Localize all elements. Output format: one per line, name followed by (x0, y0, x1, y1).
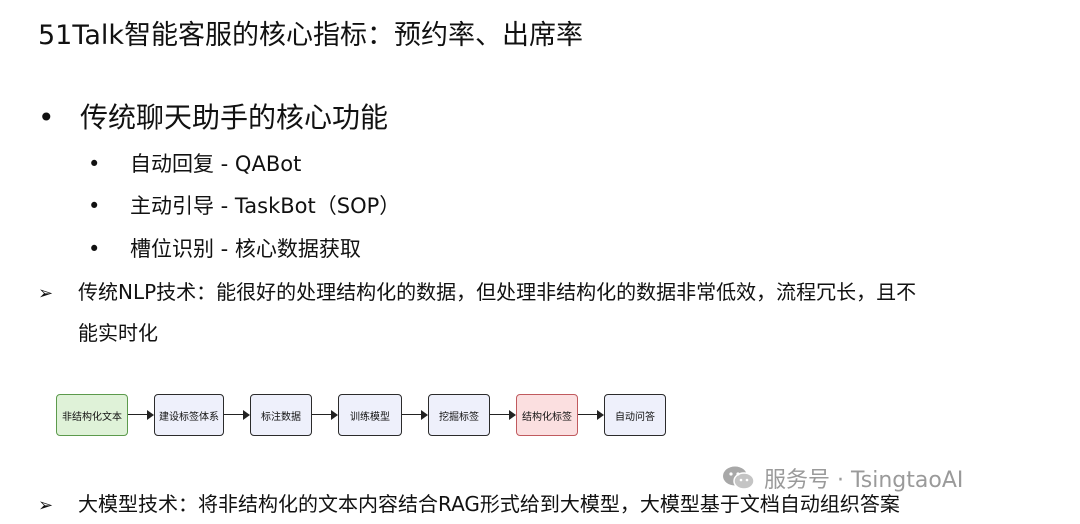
flow-arrow-icon (224, 410, 250, 420)
flow-box-annotate-data: 标注数据 (250, 394, 312, 436)
flow-box-label: 自动问答 (615, 411, 655, 423)
flow-arrow-icon (490, 410, 516, 420)
sub-item-text: 主动引导 - TaskBot（SOP） (130, 194, 401, 218)
flow-arrow-icon (402, 410, 428, 420)
watermark: 服务号 · TsingtaoAI (722, 462, 963, 494)
flow-box-label: 非结构化文本 (62, 411, 122, 423)
bullet-symbol: • (88, 152, 101, 176)
llm-point-text: 大模型技术：将非结构化的文本内容结合RAG形式给到大模型，大模型基于文档自动组织… (78, 492, 900, 516)
wechat-icon (723, 466, 755, 490)
nlp-point-line2: 能实时化 (78, 321, 158, 345)
process-flow: 非结构化文本 建设标签体系 标注数据 训练模型 挖掘标签 结构化标签 自动问答 (56, 393, 666, 437)
arrow-bullet-icon: ➢ (38, 495, 54, 516)
flow-box-label: 标注数据 (261, 411, 301, 423)
nlp-point-line1: 传统NLP技术：能很好的处理结构化的数据，但处理非结构化的数据非常低效，流程冗长… (78, 280, 917, 304)
arrow-bullet-icon: ➢ (38, 283, 54, 304)
flow-arrow-icon (128, 410, 154, 420)
flow-box-label: 结构化标签 (522, 411, 572, 423)
sub-item-text: 自动回复 - QABot (130, 152, 302, 176)
flow-box-unstructured-text: 非结构化文本 (56, 394, 128, 436)
flow-box-label: 挖掘标签 (439, 411, 479, 423)
watermark-text: 服务号 · TsingtaoAI (764, 468, 964, 493)
sub-item-auto-reply: • 自动回复 - QABot (88, 148, 301, 178)
sub-item-text: 槽位识别 - 核心数据获取 (130, 237, 361, 261)
flow-box-auto-qa: 自动问答 (604, 394, 666, 436)
page-title: 51Talk智能客服的核心指标：预约率、出席率 (38, 20, 584, 51)
bullet-symbol: • (88, 194, 101, 218)
flow-box-build-tag-system: 建设标签体系 (154, 394, 224, 436)
bullet-symbol: • (88, 237, 101, 261)
sub-item-slot-recognition: • 槽位识别 - 核心数据获取 (88, 233, 361, 263)
flow-box-mine-tags: 挖掘标签 (428, 394, 490, 436)
llm-point: ➢ 大模型技术：将非结构化的文本内容结合RAG形式给到大模型，大模型基于文档自动组… (38, 488, 900, 517)
flow-box-train-model: 训练模型 (338, 394, 402, 436)
flow-box-label: 建设标签体系 (159, 411, 219, 423)
nlp-point: ➢ 传统NLP技术：能很好的处理结构化的数据，但处理非结构化的数据非常低效，流程冗… (38, 276, 916, 305)
flow-box-structured-tags: 结构化标签 (516, 394, 578, 436)
flow-arrow-icon (578, 410, 604, 420)
main-bullet: • 传统聊天助手的核心功能 (38, 96, 388, 136)
sub-item-active-guide: • 主动引导 - TaskBot（SOP） (88, 190, 400, 220)
main-bullet-text: 传统聊天助手的核心功能 (80, 101, 389, 134)
flow-arrow-icon (312, 410, 338, 420)
flow-box-label: 训练模型 (350, 411, 390, 423)
bullet-symbol: • (38, 101, 55, 134)
